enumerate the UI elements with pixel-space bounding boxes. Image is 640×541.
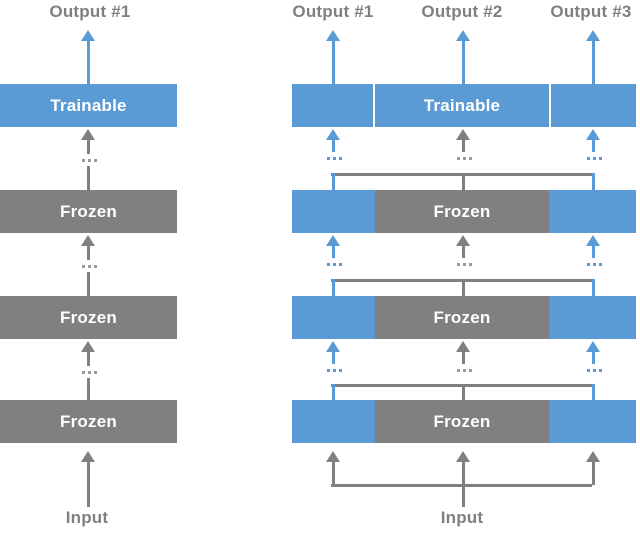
right-conn2-col1-ellipsis-icon	[327, 263, 342, 266]
right-output-2-arrowhead-icon	[456, 30, 470, 41]
right-output-3-label: Output #3	[550, 2, 632, 21]
right-conn3-col2-shaft-upper	[461, 352, 465, 364]
right-conn2-col3-ellipsis-icon	[587, 263, 602, 266]
right-frozen-2-segment-left	[292, 296, 375, 339]
right-frozen-3-segment-left	[292, 400, 375, 443]
right-conn1-col2-arrowhead-icon	[456, 129, 470, 140]
right-conn2-col2-arrowhead-icon	[456, 235, 470, 246]
left-connector-1-shaft-lower	[86, 166, 90, 190]
left-connector-2-shaft-upper	[86, 246, 90, 260]
right-conn2-col2-shaft-lower	[461, 279, 465, 297]
right-conn1-col1-arrowhead-icon	[326, 129, 340, 140]
right-conn1-col3-shaft-upper	[591, 140, 595, 152]
left-output-1-arrowhead-icon	[81, 30, 95, 41]
left-output-1-label: Output #1	[49, 2, 131, 21]
right-trainable-gap-2	[549, 84, 551, 127]
right-layer-frozen-3-row	[292, 400, 636, 443]
right-conn2-col1-shaft-upper	[331, 246, 335, 258]
left-connector-1-arrowhead-icon	[81, 129, 95, 140]
right-frozen-3-segment-right	[549, 400, 636, 443]
left-connector-1-ellipsis-icon	[82, 159, 97, 162]
right-conn1-col3-arrowhead-icon	[586, 129, 600, 140]
right-trainable-segment-middle	[375, 84, 549, 127]
right-layer-trainable-row	[292, 84, 636, 127]
left-input-arrowhead-icon	[81, 451, 95, 462]
right-input-col3-riser	[591, 462, 595, 485]
left-connector-2-ellipsis-icon	[82, 265, 97, 268]
left-layer-frozen-3: Frozen	[0, 400, 177, 443]
right-conn1-col2-shaft-lower	[461, 173, 465, 191]
right-conn1-col2-shaft-upper	[461, 140, 465, 152]
right-conn3-col3-ellipsis-icon	[587, 369, 602, 372]
right-conn3-col1-ellipsis-icon	[327, 369, 342, 372]
right-conn3-col3-arrowhead-icon	[586, 341, 600, 352]
right-conn3-col1-arrowhead-icon	[326, 341, 340, 352]
right-conn3-col1-shaft-lower	[331, 384, 335, 400]
right-input-arrow-shaft	[461, 484, 465, 507]
right-output-2-arrow-shaft	[461, 41, 465, 85]
right-trainable-segment-left	[292, 84, 373, 127]
right-frozen-1-segment-left	[292, 190, 375, 233]
right-frozen-1-segment-middle	[375, 190, 549, 233]
left-connector-3-shaft-upper	[86, 352, 90, 366]
left-connector-3-arrowhead-icon	[81, 341, 95, 352]
right-conn1-col1-shaft-upper	[331, 140, 335, 152]
right-layer-frozen-2-row	[292, 296, 636, 339]
right-conn3-col2-shaft-lower	[461, 384, 465, 400]
right-conn3-col2-arrowhead-icon	[456, 341, 470, 352]
right-conn2-col3-shaft-lower	[591, 279, 595, 297]
left-connector-1-shaft-upper	[86, 140, 90, 154]
left-input-arrow-shaft	[86, 462, 90, 507]
right-conn3-col1-shaft-upper	[331, 352, 335, 364]
right-output-3-arrow-shaft	[591, 41, 595, 85]
left-layer-trainable: Trainable	[0, 84, 177, 127]
right-input-col2-arrowhead-icon	[456, 451, 470, 462]
right-conn1-col3-ellipsis-icon	[587, 157, 602, 160]
left-connector-3-shaft-lower	[86, 378, 90, 400]
right-output-3-arrowhead-icon	[586, 30, 600, 41]
right-input-col1-arrowhead-icon	[326, 451, 340, 462]
right-frozen-2-segment-right	[549, 296, 636, 339]
left-layer-frozen-1: Frozen	[0, 190, 177, 233]
right-conn2-col1-shaft-lower	[331, 279, 335, 297]
right-frozen-3-segment-middle	[375, 400, 549, 443]
left-connector-2-shaft-lower	[86, 272, 90, 296]
right-input-col2-riser	[461, 462, 465, 485]
left-connector-3-ellipsis-icon	[82, 371, 97, 374]
right-input-label: Input	[440, 508, 484, 527]
right-trainable-segment-right	[551, 84, 636, 127]
right-input-col3-arrowhead-icon	[586, 451, 600, 462]
right-conn2-col3-shaft-upper	[591, 246, 595, 258]
right-output-1-arrow-shaft	[331, 41, 335, 85]
right-conn1-col2-ellipsis-icon	[457, 157, 472, 160]
right-conn1-col1-ellipsis-icon	[327, 157, 342, 160]
right-conn2-col2-ellipsis-icon	[457, 263, 472, 266]
right-layer-frozen-1-row	[292, 190, 636, 233]
right-output-1-arrowhead-icon	[326, 30, 340, 41]
right-trainable-gap-1	[373, 84, 375, 127]
right-conn2-col3-arrowhead-icon	[586, 235, 600, 246]
right-conn3-col3-shaft-lower	[591, 384, 595, 400]
left-layer-frozen-2: Frozen	[0, 296, 177, 339]
right-conn2-col2-shaft-upper	[461, 246, 465, 258]
right-conn3-col3-shaft-upper	[591, 352, 595, 364]
right-conn3-col2-ellipsis-icon	[457, 369, 472, 372]
right-output-2-label: Output #2	[421, 2, 503, 21]
left-output-1-arrow-shaft	[86, 41, 90, 85]
right-conn1-col3-shaft-lower	[591, 173, 595, 191]
right-input-col1-riser	[331, 462, 335, 485]
left-connector-2-arrowhead-icon	[81, 235, 95, 246]
right-conn2-col1-arrowhead-icon	[326, 235, 340, 246]
right-frozen-1-segment-right	[549, 190, 636, 233]
left-input-label: Input	[65, 508, 109, 527]
right-output-1-label: Output #1	[292, 2, 374, 21]
right-frozen-2-segment-middle	[375, 296, 549, 339]
right-conn1-col1-shaft-lower	[331, 173, 335, 191]
